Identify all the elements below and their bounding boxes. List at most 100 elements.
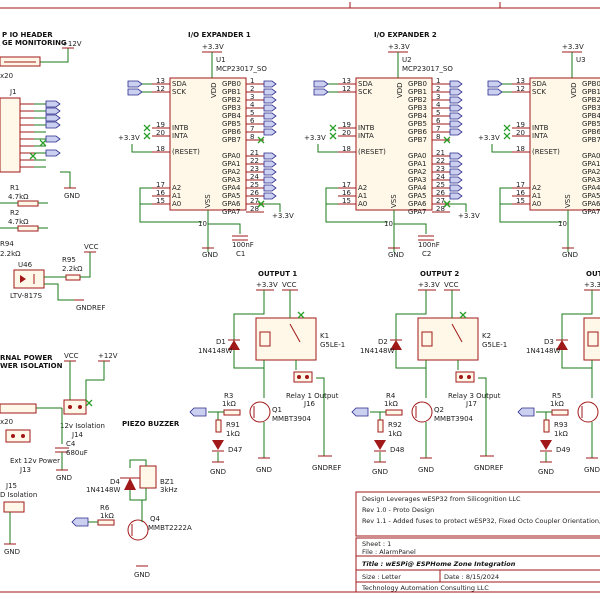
relay-output-label: Relay 3 Output [448, 392, 501, 400]
j13-label: Ext 12v Power [10, 457, 60, 465]
gpb-net-label [449, 112, 463, 120]
relay-part: G5LE-1 [320, 341, 345, 349]
cap-ref: C2 [422, 250, 431, 258]
expander-ref: U1 [216, 56, 226, 64]
gpa-pin-number: 26 [250, 189, 259, 197]
left-pin-number: 17 [516, 181, 525, 189]
gpb-net-label [263, 96, 277, 104]
status-led [374, 440, 386, 450]
transistor-part: MMBT3904 [272, 415, 312, 423]
gpa-pin-number: 26 [436, 189, 445, 197]
drawing-title: Title : wESPi@ ESPHome Zone Integration [362, 560, 516, 568]
left-pin-number: 19 [516, 121, 525, 129]
note-line-1: Design Leverages wESP32 from Silicogniti… [362, 495, 521, 503]
j1-net-label [45, 114, 61, 122]
gpa-pin-label: GPA7 [408, 208, 426, 216]
q4-body [127, 519, 149, 541]
diode-ref: D2 [378, 338, 388, 346]
gpb-pin-label: GPB6 [222, 128, 241, 136]
c4-ref: C4 [66, 440, 76, 448]
relay-body [417, 317, 479, 361]
sheet-number: Sheet : 1 [362, 540, 391, 548]
j13-body [5, 429, 31, 443]
left-pin-number: 20 [342, 129, 351, 137]
transistor-part: MMBT3904 [434, 415, 474, 423]
d4-ref: D4 [110, 478, 120, 486]
int-no-connect [329, 132, 337, 140]
gpa-pin-label: GPA3 [222, 176, 240, 184]
gpa-pin-label: GPA6 [222, 200, 241, 208]
gnd-c4: GND [56, 474, 72, 482]
i2c-net-label [313, 88, 329, 96]
base-resistor-value: 1kΩ [550, 400, 565, 408]
reset-rail-33v: +3.3V [118, 134, 140, 142]
gpb-pin-number: 2 [250, 85, 254, 93]
decoupling-rail-33v: +3.3V [458, 212, 480, 220]
left-pin-label: A2 [172, 184, 181, 192]
gpb7-no-connect [257, 136, 265, 144]
gpb-pin-label: GPB4 [222, 112, 241, 120]
int-no-connect [143, 132, 151, 140]
gpa-pin-label: GPA6 [408, 200, 427, 208]
left-pin-label: (RESET) [358, 148, 386, 156]
gpb-pin-label: GPB5 [582, 120, 600, 128]
gpb-pin-label: GPB1 [582, 88, 600, 96]
gpa-pin-label: GPA5 [582, 192, 600, 200]
gpb-pin-label: GPB3 [582, 104, 600, 112]
gpa-pin-number: 21 [250, 149, 259, 157]
gpb-pin-label: GPB3 [222, 104, 241, 112]
vss-pin-number: 10 [558, 220, 567, 228]
gpb-net-label [263, 128, 277, 136]
gpb-net-label [263, 120, 277, 128]
transistor-gnd: GND [418, 466, 434, 474]
expander-part: MCP23017_SO [216, 65, 267, 73]
gpb-net-label [449, 88, 463, 96]
diode-part: 1N4148W [526, 347, 561, 355]
gpb-pin-label: GPB7 [408, 136, 427, 144]
left-pin-number: 18 [516, 145, 525, 153]
reset-rail-33v: +3.3V [304, 134, 326, 142]
rail-12v-1: +12V [62, 40, 82, 48]
r6-ref: R6 [100, 504, 110, 512]
relay-coil [259, 331, 271, 347]
j1-net-label [45, 121, 61, 129]
left-pin-label: SDA [358, 80, 373, 88]
left-pin-number: 16 [516, 189, 525, 197]
gpa-pin-number: 27 [436, 197, 445, 205]
u46-part: LTV-817S [10, 292, 42, 300]
io-expanders: I/O EXPANDER 1+3.3VU1MCP23017_SOVDDSDA13… [118, 31, 600, 259]
left-pin-label: A2 [358, 184, 367, 192]
gpb-pin-label: GPB1 [222, 88, 241, 96]
gpa-pin-number: 25 [250, 181, 259, 189]
left-pin-label: INTB [358, 124, 375, 132]
relay-output-header [293, 371, 313, 383]
sheet-size: Size : Letter [362, 573, 401, 581]
left-pin-number: 19 [156, 121, 165, 129]
left-pin-number: 12 [516, 85, 525, 93]
gpb-pin-label: GPB1 [408, 88, 427, 96]
piezo-title: PIEZO BUZZER [122, 420, 180, 428]
gpb-pin-number: 2 [436, 85, 440, 93]
relay-output-ref: J17 [465, 400, 477, 408]
gpa-net-label [449, 176, 463, 184]
gpa-net-label [263, 168, 277, 176]
left-pin-label: SDA [172, 80, 187, 88]
gpa-pin-label: GPA1 [222, 160, 240, 168]
output-rail-33v: +3.3V [584, 281, 600, 289]
base-resistor-value: 1kΩ [384, 400, 399, 408]
transistor-gnd: GND [256, 466, 272, 474]
r94-ref: R94 [0, 240, 14, 248]
vdd-pin-label: VDD [210, 82, 218, 98]
drawing-date: Date : 8/15/2024 [444, 573, 499, 581]
flyback-diode [556, 340, 568, 350]
reset-rail-33v: +3.3V [478, 134, 500, 142]
j1-net-label [45, 107, 61, 115]
company-name: Technology Automation Consulting LLC [361, 584, 489, 592]
gpa-net-label [263, 192, 277, 200]
r2-ref: R2 [10, 209, 19, 217]
output-rail-vcc: VCC [444, 281, 459, 289]
diode-part: 1N4148W [198, 347, 233, 355]
c4-value: 680uF [66, 449, 88, 457]
diode-part: 1N4148W [360, 347, 395, 355]
